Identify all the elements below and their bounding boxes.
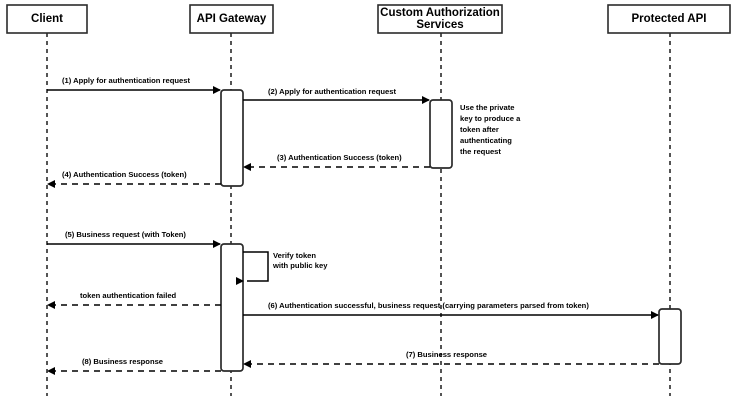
message-label-1: (1) Apply for authentication request xyxy=(62,76,190,85)
message-arrowhead-1 xyxy=(213,86,221,94)
lifelines-layer: Client API Gateway Custom AuthorizationSer… xyxy=(6,4,731,396)
participant-label-protapi: Protected API xyxy=(632,13,707,25)
message-arrowhead-2 xyxy=(422,96,430,104)
message-arrowhead-failed xyxy=(47,301,55,309)
message-label-6: (6) Authentication successful, business … xyxy=(268,301,589,310)
message-5[interactable]: (5) Business request (with Token) xyxy=(47,230,221,248)
self-message-path-verify-token xyxy=(243,251,269,282)
participant-box-authsvc[interactable] xyxy=(377,4,503,34)
message-label-failed: token authentication failed xyxy=(80,291,177,300)
messages-layer: (1) Apply for authentication request (2) … xyxy=(47,76,659,375)
notes-layer: Use the private key to produce a token aft… xyxy=(460,103,521,156)
message-arrowhead-6 xyxy=(651,311,659,319)
message-1[interactable]: (1) Apply for authentication request xyxy=(47,76,221,94)
participant-box-protapi[interactable] xyxy=(607,4,731,34)
message-label-5: (5) Business request (with Token) xyxy=(65,230,186,239)
participant-client[interactable]: Client xyxy=(6,4,88,396)
activation-bar-gateway-business xyxy=(220,243,244,372)
message-label-2: (2) Apply for authentication request xyxy=(268,87,396,96)
message-6[interactable]: (6) Authentication successful, business … xyxy=(243,301,659,319)
participant-protapi[interactable]: Protected API xyxy=(607,4,731,396)
activation-bar-gateway-auth xyxy=(220,89,244,187)
participant-label-authsvc: Custom Authorization xyxy=(380,7,500,19)
note-line: authenticating xyxy=(460,136,512,145)
note-line: key to produce a xyxy=(460,114,521,123)
message-3[interactable]: (3) Authentication Success (token) xyxy=(243,153,430,171)
note-line: the request xyxy=(460,147,501,156)
participant-box-gateway[interactable] xyxy=(189,4,274,34)
participant-label-gateway: API Gateway xyxy=(197,13,267,25)
participant-label-client: Client xyxy=(31,13,63,25)
participant-label-authsvc: Services xyxy=(416,19,463,31)
participant-box-client[interactable] xyxy=(6,4,88,34)
message-7[interactable]: (7) Business response xyxy=(243,350,659,368)
activation-bar-authsvc-issue xyxy=(429,99,453,169)
message-label-7: (7) Business response xyxy=(406,350,487,359)
note-line: Use the private xyxy=(460,103,514,112)
activation-bar-protapi-serve xyxy=(658,308,682,365)
self-message-label-verify-token: Verify token xyxy=(273,251,316,260)
note-private-key-note: Use the private key to produce a token aft… xyxy=(460,103,521,156)
self-message-arrowhead-verify-token xyxy=(236,277,244,285)
message-arrowhead-5 xyxy=(213,240,221,248)
message-label-8: (8) Business response xyxy=(82,357,163,366)
message-2[interactable]: (2) Apply for authentication request xyxy=(243,87,430,104)
participant-gateway[interactable]: API Gateway xyxy=(189,4,274,396)
message-label-3: (3) Authentication Success (token) xyxy=(277,153,402,162)
message-4[interactable]: (4) Authentication Success (token) xyxy=(47,170,221,188)
message-arrowhead-3 xyxy=(243,163,251,171)
message-8[interactable]: (8) Business response xyxy=(47,357,221,375)
activations-layer xyxy=(220,89,682,372)
message-arrowhead-7 xyxy=(243,360,251,368)
message-failed[interactable]: token authentication failed xyxy=(47,291,221,309)
note-line: token after xyxy=(460,125,499,134)
message-arrowhead-4 xyxy=(47,180,55,188)
message-arrowhead-8 xyxy=(47,367,55,375)
message-label-4: (4) Authentication Success (token) xyxy=(62,170,187,179)
self-message-label-verify-token: with public key xyxy=(272,261,328,270)
